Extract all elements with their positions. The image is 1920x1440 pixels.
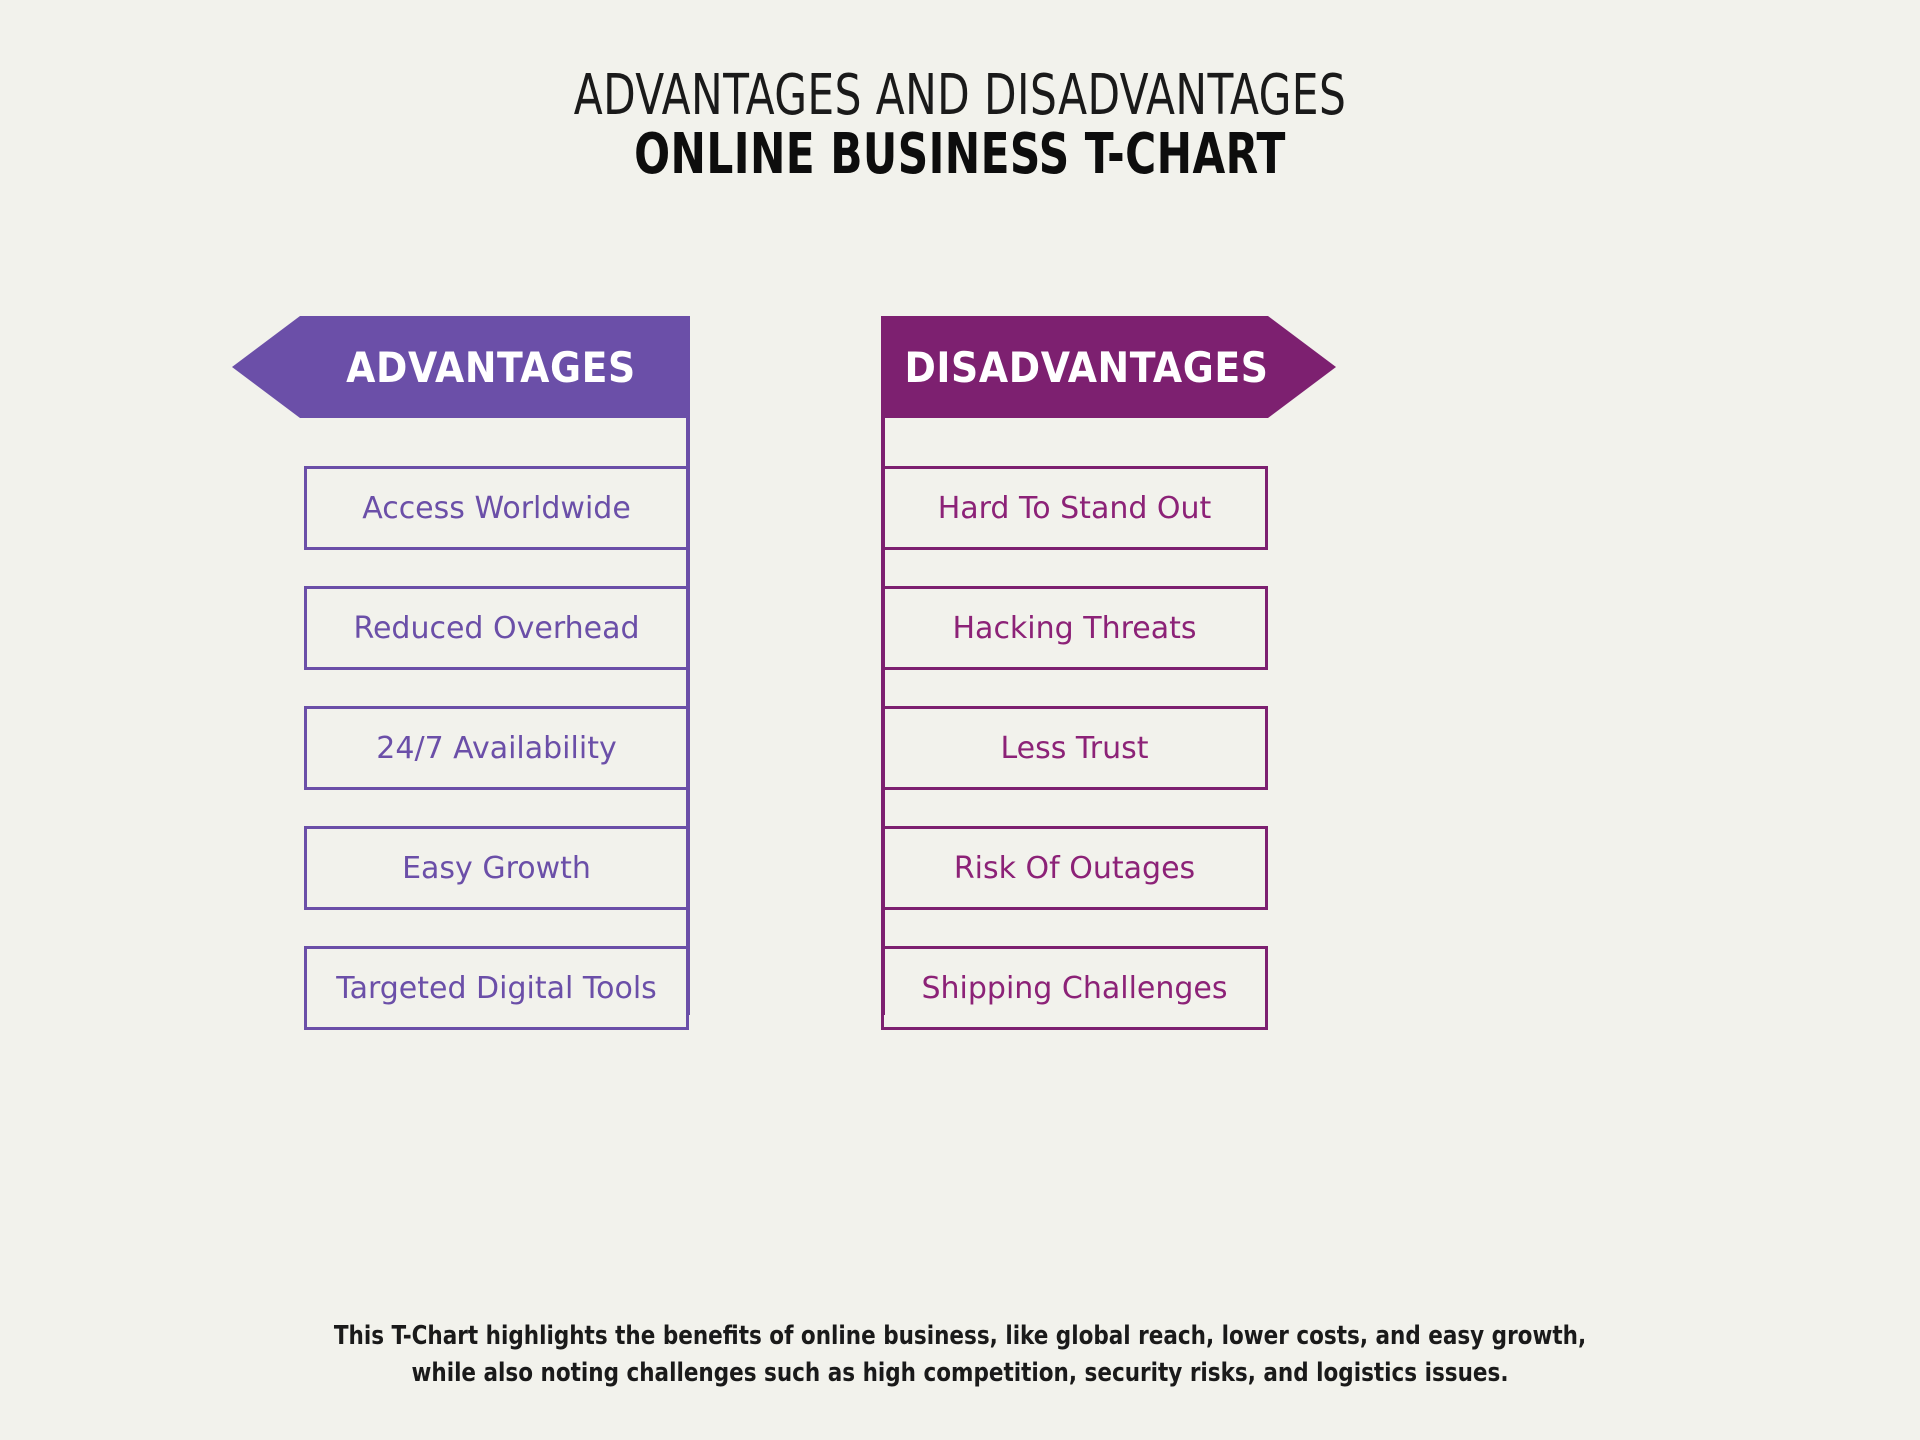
list-item[interactable]: Access Worldwide [304,466,689,550]
list-item-label: Reduced Overhead [353,610,640,646]
list-item-label: Access Worldwide [362,490,631,526]
list-item[interactable]: Shipping Challenges [881,946,1268,1030]
disadvantages-banner-label: DISADVANTAGES [904,342,1269,392]
advantages-banner: ADVANTAGES [232,316,690,418]
advantages-item-list: Access Worldwide Reduced Overhead 24/7 A… [232,466,690,1066]
caption: This T-Chart highlights the benefits of … [260,1318,1660,1392]
list-item-label: Shipping Challenges [921,970,1228,1006]
list-item-label: Less Trust [1000,730,1149,766]
title-line-2: ONLINE BUSINESS T-CHART [634,122,1286,188]
caption-line-2: while also noting challenges such as hig… [411,1357,1509,1388]
disadvantages-item-list: Hard To Stand Out Hacking Threats Less T… [881,466,1336,1066]
list-item-label: Hard To Stand Out [937,490,1212,526]
list-item-label: Risk Of Outages [953,850,1196,886]
list-item[interactable]: Hard To Stand Out [881,466,1268,550]
list-item[interactable]: 24/7 Availability [304,706,689,790]
list-item[interactable]: Risk Of Outages [881,826,1268,910]
disadvantages-banner: DISADVANTAGES [881,316,1336,418]
list-item[interactable]: Hacking Threats [881,586,1268,670]
title-line-1: ADVANTAGES AND DISADVANTAGES [573,63,1347,128]
list-item[interactable]: Reduced Overhead [304,586,689,670]
page-title: ADVANTAGES AND DISADVANTAGES ONLINE BUSI… [0,66,1920,185]
disadvantages-column: DISADVANTAGES Hard To Stand Out Hacking … [881,316,1336,1030]
list-item[interactable]: Targeted Digital Tools [304,946,689,1030]
caption-line-1: This T-Chart highlights the benefits of … [333,1321,1587,1351]
advantages-banner-label: ADVANTAGES [346,342,636,392]
list-item-label: 24/7 Availability [376,730,617,766]
list-item-label: Easy Growth [402,850,591,886]
list-item-label: Hacking Threats [952,610,1197,646]
advantages-column: ADVANTAGES Access Worldwide Reduced Over… [232,316,690,1030]
list-item[interactable]: Less Trust [881,706,1268,790]
list-item[interactable]: Easy Growth [304,826,689,910]
list-item-label: Targeted Digital Tools [336,970,657,1006]
